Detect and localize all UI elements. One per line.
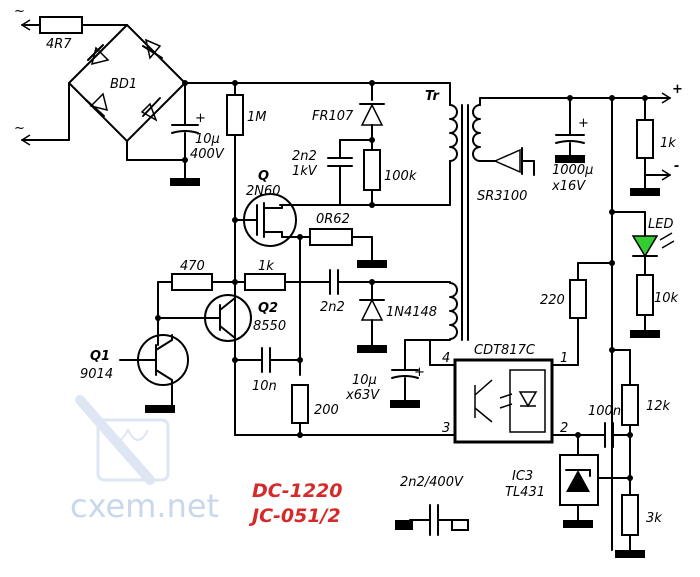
- ground-out-cap: [555, 155, 585, 163]
- resistor-12k: [621, 384, 639, 426]
- label-cap-out-voltage: x16V: [551, 179, 586, 194]
- ground-sense: [357, 260, 387, 268]
- ground-input: [170, 178, 200, 186]
- label-cap-in-value: 10µ: [195, 132, 220, 147]
- title-model: DC-1220: [252, 480, 342, 502]
- resistor-220: [569, 279, 587, 319]
- screwdriver-logo-icon: [75, 395, 170, 485]
- label-r-3k: 3k: [646, 511, 662, 526]
- ground-1n4148: [357, 345, 387, 353]
- label-out-plus-cap: +: [578, 116, 589, 131]
- resistor-470: [171, 273, 213, 291]
- label-q1-ref: Q1: [90, 349, 110, 364]
- label-cap-out-value: 1000µ: [552, 163, 593, 178]
- mosfet-q: [234, 193, 297, 247]
- label-diode-fr: FR107: [312, 109, 354, 124]
- label-r-1m: 1M: [247, 110, 267, 125]
- label-r-200: 200: [314, 403, 339, 418]
- label-ic3-type: TL431: [505, 485, 545, 500]
- title-board: JC-051/2: [248, 505, 341, 527]
- resistor-4r7: [39, 16, 83, 34]
- label-cap-in-plus: +: [195, 111, 206, 126]
- terminal-out-minus: -: [674, 159, 679, 174]
- ground-aux: [390, 400, 420, 408]
- ground-y-primary: [395, 520, 413, 530]
- resistor-1k-base: [244, 273, 286, 291]
- label-ic3-ref: IC3: [512, 469, 533, 484]
- label-q2-type: 8550: [253, 319, 286, 334]
- label-cap-fb: 2n2: [320, 300, 345, 315]
- label-transformer: Tr: [425, 89, 440, 104]
- label-r-in: 4R7: [46, 37, 72, 52]
- bridge-diodes: [85, 38, 163, 122]
- resistor-1m: [226, 94, 244, 136]
- ground-tl431: [563, 520, 593, 528]
- label-cap-snub-voltage: 1kV: [292, 164, 318, 179]
- label-mosfet-type: 2N60: [246, 184, 281, 199]
- label-bridge: BD1: [110, 77, 137, 92]
- ground-q1: [145, 405, 175, 413]
- label-cap-snub-value: 2n2: [292, 149, 317, 164]
- label-pin2: 2: [560, 421, 568, 436]
- ic3-tl431: [559, 454, 631, 521]
- label-r-470: 470: [180, 259, 205, 274]
- resistor-200: [291, 384, 309, 424]
- label-r-sense: 0R62: [316, 212, 350, 227]
- transistor-q2: [157, 294, 252, 342]
- label-pin3: 3: [442, 421, 450, 436]
- label-cap-100n: 100n: [588, 404, 621, 419]
- transistor-q1: [119, 334, 189, 386]
- watermark-text: cxem.net: [70, 487, 219, 525]
- input-section: [21, 16, 451, 186]
- optocoupler-cdt817c: [453, 358, 554, 444]
- ground-out-load: [630, 188, 660, 196]
- label-pin1: 1: [560, 351, 568, 366]
- label-r-1k-base: 1k: [258, 259, 274, 274]
- label-cap-aux-voltage: x63V: [345, 388, 380, 403]
- label-r-12k: 12k: [646, 399, 671, 414]
- label-cap-10n: 10n: [252, 379, 277, 394]
- terminal-out-plus: +: [672, 82, 683, 97]
- label-diode-1n: 1N4148: [386, 305, 437, 320]
- ground-y-secondary: [451, 519, 469, 531]
- label-cap-y: 2n2/400V: [400, 475, 464, 490]
- ground-divider: [615, 550, 645, 558]
- resistor-100k: [363, 149, 381, 191]
- terminal-ac-bottom: ~: [14, 121, 25, 136]
- resistor-3k: [621, 494, 639, 536]
- watermark: cxem.net: [70, 395, 219, 525]
- resistor-1k-out: [636, 119, 654, 159]
- label-led: LED: [648, 217, 673, 232]
- label-r-10k: 10k: [654, 291, 679, 306]
- label-r-220: 220: [540, 293, 565, 308]
- label-diode-sr: SR3100: [477, 189, 527, 204]
- ground-led: [630, 330, 660, 338]
- label-aux-plus: +: [414, 365, 425, 380]
- label-cap-in-voltage: 400V: [190, 147, 225, 162]
- label-r-100k: 100k: [384, 169, 417, 184]
- label-mosfet-ref: Q: [258, 169, 269, 184]
- led-green-icon: [631, 235, 659, 258]
- terminal-ac-top: ~: [14, 4, 25, 19]
- resistor-0r62: [309, 228, 353, 246]
- label-opto: CDT817C: [474, 343, 536, 358]
- label-q1-type: 9014: [80, 367, 113, 382]
- transformer-tr: [449, 82, 481, 341]
- label-cap-aux-value: 10µ: [352, 373, 377, 388]
- resistor-10k: [636, 274, 654, 316]
- label-r-1k-out: 1k: [660, 136, 676, 151]
- label-q2-ref: Q2: [258, 301, 278, 316]
- label-pin4: 4: [442, 351, 450, 366]
